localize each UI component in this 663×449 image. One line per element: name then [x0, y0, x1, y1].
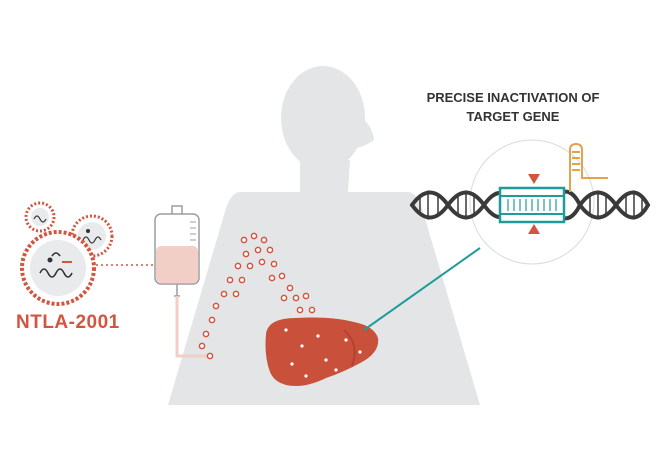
target-gene-segment	[498, 186, 566, 224]
drug-label: NTLA-2001	[16, 312, 120, 333]
zoom-connector	[363, 247, 481, 331]
nanoparticle-flow	[198, 232, 316, 360]
liver-icon	[265, 317, 379, 386]
headline: PRECISE INACTIVATION OF TARGET GENE	[398, 88, 628, 126]
cut-site-markers	[528, 174, 540, 234]
headline-line-2: TARGET GENE	[466, 109, 560, 124]
guide-rna-icon	[569, 142, 608, 192]
headline-line-1: PRECISE INACTIVATION OF	[426, 90, 600, 105]
human-silhouette	[168, 66, 480, 405]
dna-double-helix-icon	[410, 189, 650, 221]
iv-bag-icon	[154, 205, 210, 358]
lipid-nanoparticle-icon	[20, 201, 114, 306]
